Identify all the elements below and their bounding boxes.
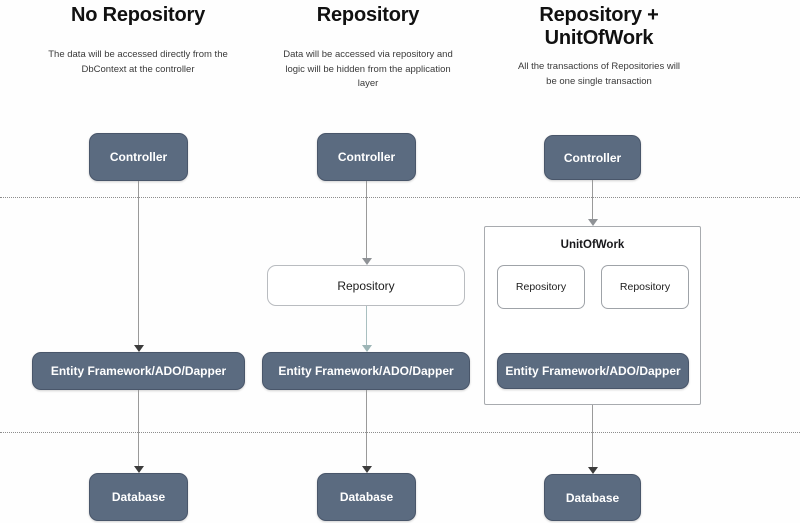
node-entity-framework-unitofwork[interactable]: Entity Framework/ADO/Dapper: [497, 353, 689, 389]
node-repository-repository[interactable]: Repository: [267, 265, 465, 306]
connector-controller-to-unitofwork-col3: [592, 180, 593, 223]
node-controller-no-repository[interactable]: Controller: [89, 133, 188, 181]
node-repository-left-unitofwork[interactable]: Repository: [497, 265, 585, 309]
column-subtitle-no-repository: The data will be accessed directly from …: [48, 49, 228, 75]
node-database-repository[interactable]: Database: [317, 473, 416, 521]
node-controller-repository-unitofwork[interactable]: Controller: [544, 135, 641, 180]
node-repository-right-unitofwork[interactable]: Repository: [601, 265, 689, 309]
arrowhead-database-col1: [134, 466, 144, 473]
column-title-no-repository: No Repository: [70, 4, 206, 26]
node-entity-framework-no-repository[interactable]: Entity Framework/ADO/Dapper: [32, 352, 245, 390]
node-database-repository-unitofwork[interactable]: Database: [544, 474, 641, 521]
arrowhead-unitofwork-col3: [588, 219, 598, 226]
column-title-repository-unitofwork: Repository + UnitOfWork: [539, 4, 659, 49]
column-subtitle-repository-unitofwork: All the transactions of Repositories wil…: [517, 61, 681, 87]
column-subtitle-repository: Data will be accessed via repository and…: [283, 49, 453, 90]
connector-controller-to-repository-col2: [366, 181, 367, 261]
arrowhead-entity-framework-col2: [362, 345, 372, 352]
connector-entity-framework-to-database-col1: [138, 390, 139, 470]
connector-repository-to-entity-framework-col2: [366, 306, 367, 349]
arrowhead-repository-col2: [362, 258, 372, 265]
connector-entity-framework-to-database-col2: [366, 390, 367, 470]
layer-divider-bottom: [0, 432, 800, 433]
container-unitofwork-title: UnitOfWork: [560, 239, 625, 251]
layer-divider-top: [0, 197, 800, 198]
node-controller-repository[interactable]: Controller: [317, 133, 416, 181]
node-database-no-repository[interactable]: Database: [89, 473, 188, 521]
column-title-repository: Repository: [316, 4, 420, 26]
connector-unitofwork-to-database-col3: [592, 405, 593, 471]
arrowhead-database-col2: [362, 466, 372, 473]
arrowhead-database-col3: [588, 467, 598, 474]
arrowhead-entity-framework-col1: [134, 345, 144, 352]
node-entity-framework-repository[interactable]: Entity Framework/ADO/Dapper: [262, 352, 470, 390]
connector-controller-to-entity-framework-col1: [138, 181, 139, 349]
